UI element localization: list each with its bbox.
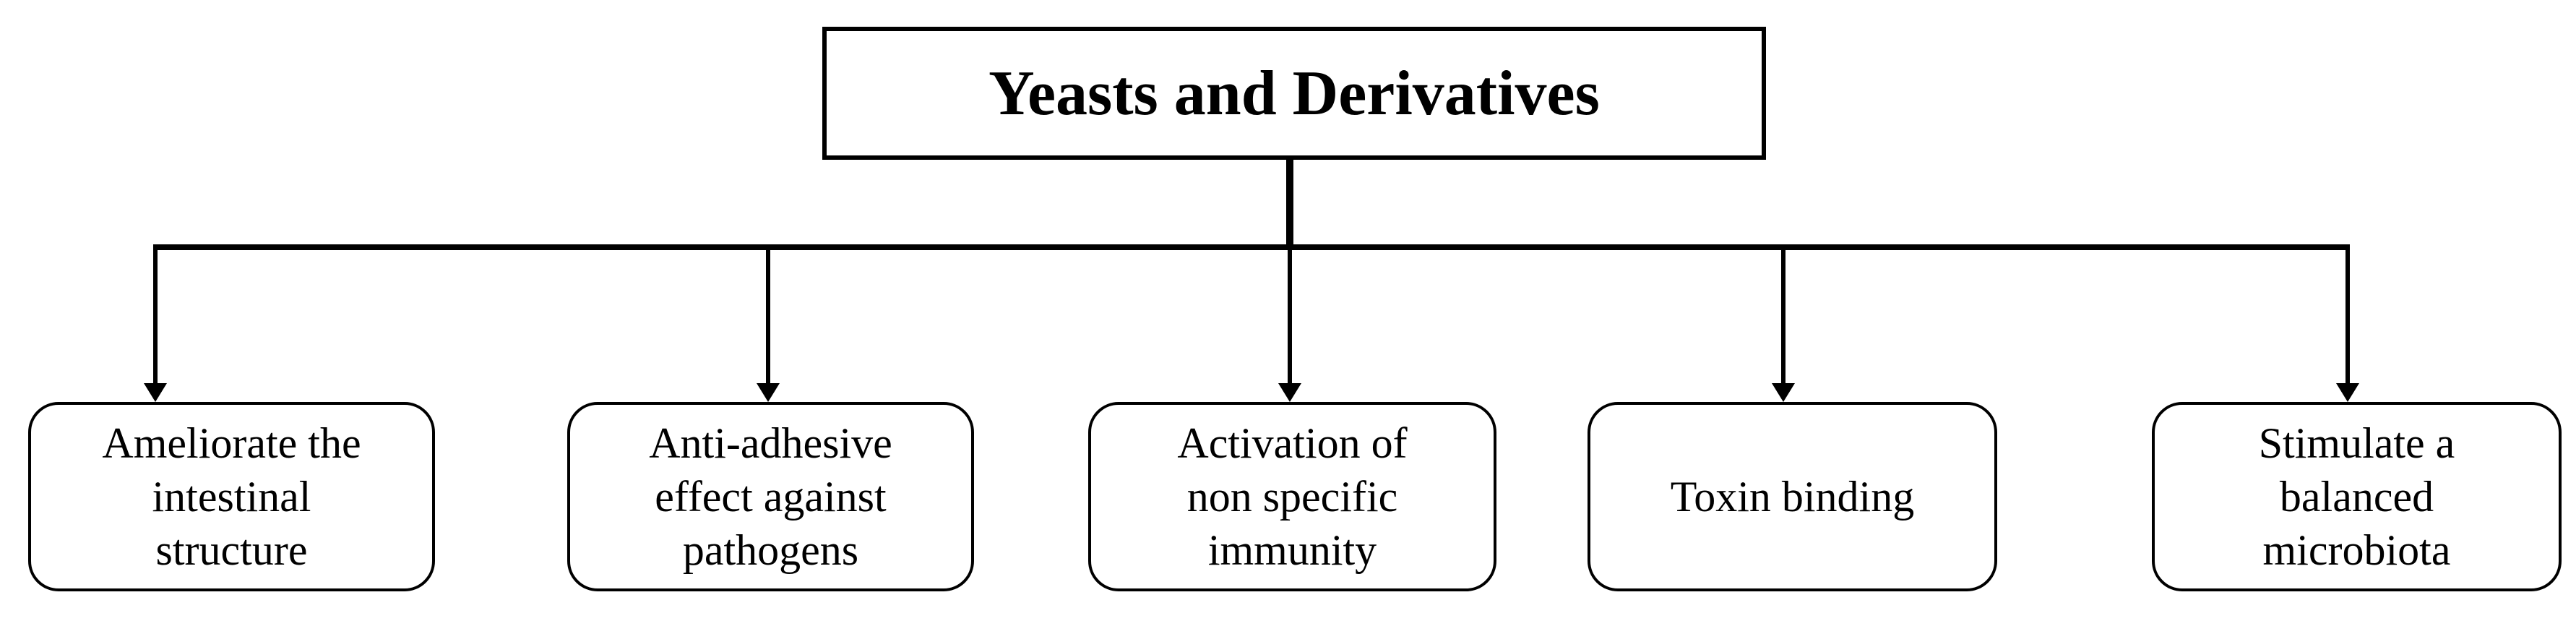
arrowhead-0 — [144, 383, 167, 402]
arrowhead-3 — [1772, 383, 1795, 402]
arrowhead-2 — [1278, 383, 1301, 402]
effect-node-intestinal-structure: Ameliorate the intestinal structure — [28, 402, 435, 591]
effect-node-immunity: Activation of non specific immunity — [1088, 402, 1496, 591]
effect-label: Toxin binding — [1670, 473, 1915, 521]
effect-node-microbiota: Stimulate a balanced microbiota — [2152, 402, 2562, 591]
effect-label: Ameliorate the intestinal structure — [102, 419, 361, 574]
arrowhead-1 — [757, 383, 780, 402]
effect-label: Stimulate a balanced microbiota — [2258, 419, 2455, 574]
arrowhead-4 — [2336, 383, 2359, 402]
effect-node-anti-adhesive: Anti-adhesive effect against pathogens — [567, 402, 974, 591]
effect-node-toxin-binding: Toxin binding — [1588, 402, 1997, 591]
root-title: Yeasts and Derivatives — [988, 58, 1600, 129]
effect-label: Activation of non specific immunity — [1177, 419, 1408, 574]
effect-label: Anti-adhesive effect against pathogens — [649, 419, 892, 574]
root-node: Yeasts and Derivatives — [822, 27, 1766, 160]
